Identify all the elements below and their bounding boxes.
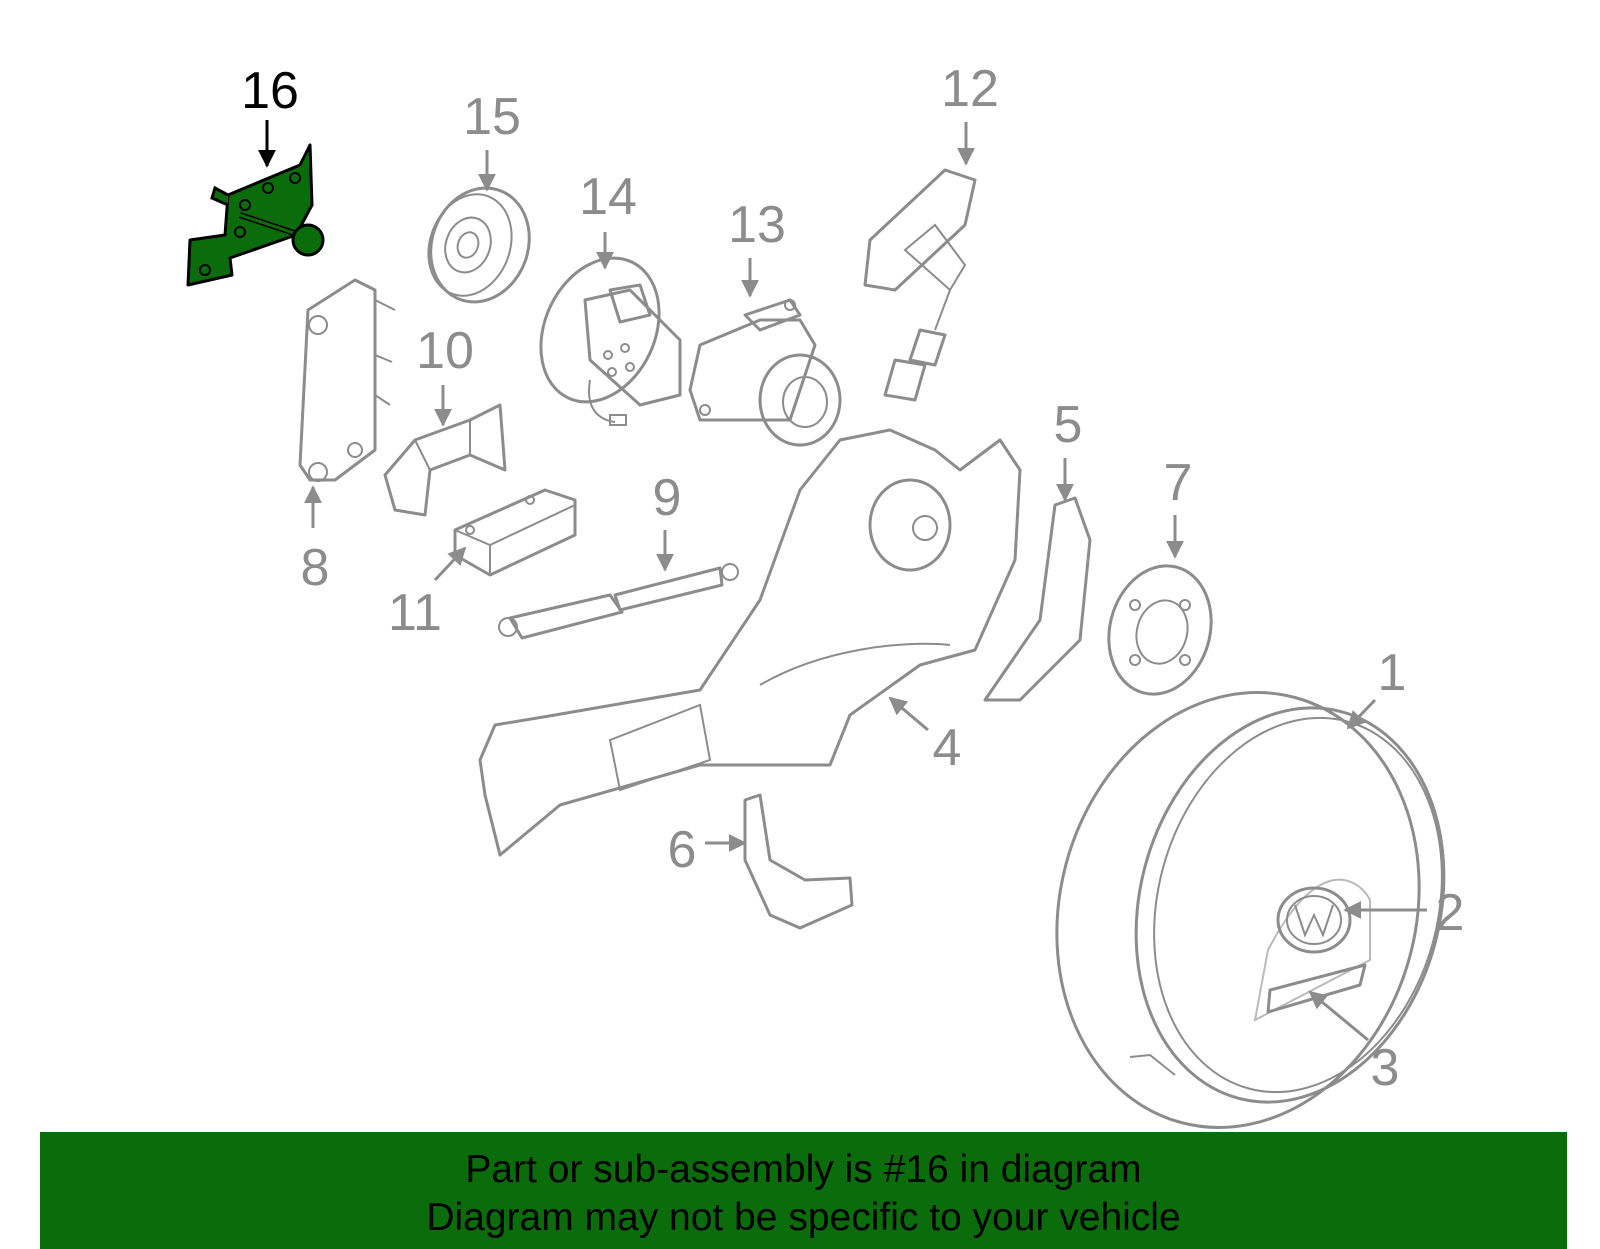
leader-3 xyxy=(1308,990,1369,1042)
part-7-ring[interactable] xyxy=(1095,554,1225,705)
callout-11[interactable]: 11 xyxy=(388,584,442,642)
banner-line-2: Diagram may not be specific to your vehi… xyxy=(426,1196,1181,1239)
callout-9[interactable]: 9 xyxy=(653,469,682,527)
part-15-disc[interactable] xyxy=(415,174,545,316)
part-10-bracket[interactable] xyxy=(383,403,507,517)
banner-line-1: Part or sub-assembly is #16 in diagram xyxy=(465,1148,1142,1191)
part-14-motor[interactable] xyxy=(518,239,682,426)
leader-11 xyxy=(433,546,467,582)
callout-15[interactable]: 15 xyxy=(463,88,521,146)
callout-5[interactable]: 5 xyxy=(1054,396,1083,454)
callout-4[interactable]: 4 xyxy=(933,719,962,777)
callout-1[interactable]: 1 xyxy=(1378,644,1407,702)
callout-16[interactable]: 16 xyxy=(241,62,299,120)
part-4-housing[interactable] xyxy=(478,428,1022,857)
part-9-strut[interactable] xyxy=(498,563,739,640)
callout-3[interactable]: 3 xyxy=(1371,1039,1400,1097)
part-13-actuator[interactable] xyxy=(688,298,842,447)
part-2-emblem[interactable] xyxy=(1276,886,1352,954)
callout-2[interactable]: 2 xyxy=(1436,884,1465,942)
callout-14[interactable]: 14 xyxy=(579,168,637,226)
part-12-switch[interactable] xyxy=(863,168,977,402)
part-16-bracket[interactable] xyxy=(186,143,325,287)
callout-13[interactable]: 13 xyxy=(728,196,786,254)
leader-lines xyxy=(258,120,1427,1042)
callout-12[interactable]: 12 xyxy=(941,60,999,118)
callout-7[interactable]: 7 xyxy=(1164,454,1193,512)
part-6-flap[interactable] xyxy=(743,793,854,930)
callout-8[interactable]: 8 xyxy=(301,539,330,597)
part-8-hinge[interactable] xyxy=(298,278,396,482)
leader-4 xyxy=(888,696,929,732)
callout-labels: 16 15 14 13 12 10 8 9 11 5 7 4 6 1 2 3 xyxy=(241,60,1464,1097)
info-banner: Part or sub-assembly is #16 in diagram D… xyxy=(40,1132,1567,1249)
callout-10[interactable]: 10 xyxy=(416,322,474,380)
leader-1 xyxy=(1346,698,1377,730)
part-3-badge[interactable] xyxy=(1253,878,1371,1022)
part-5-cover[interactable] xyxy=(983,496,1092,702)
part-11-block[interactable] xyxy=(453,488,577,577)
callout-6[interactable]: 6 xyxy=(668,821,697,879)
